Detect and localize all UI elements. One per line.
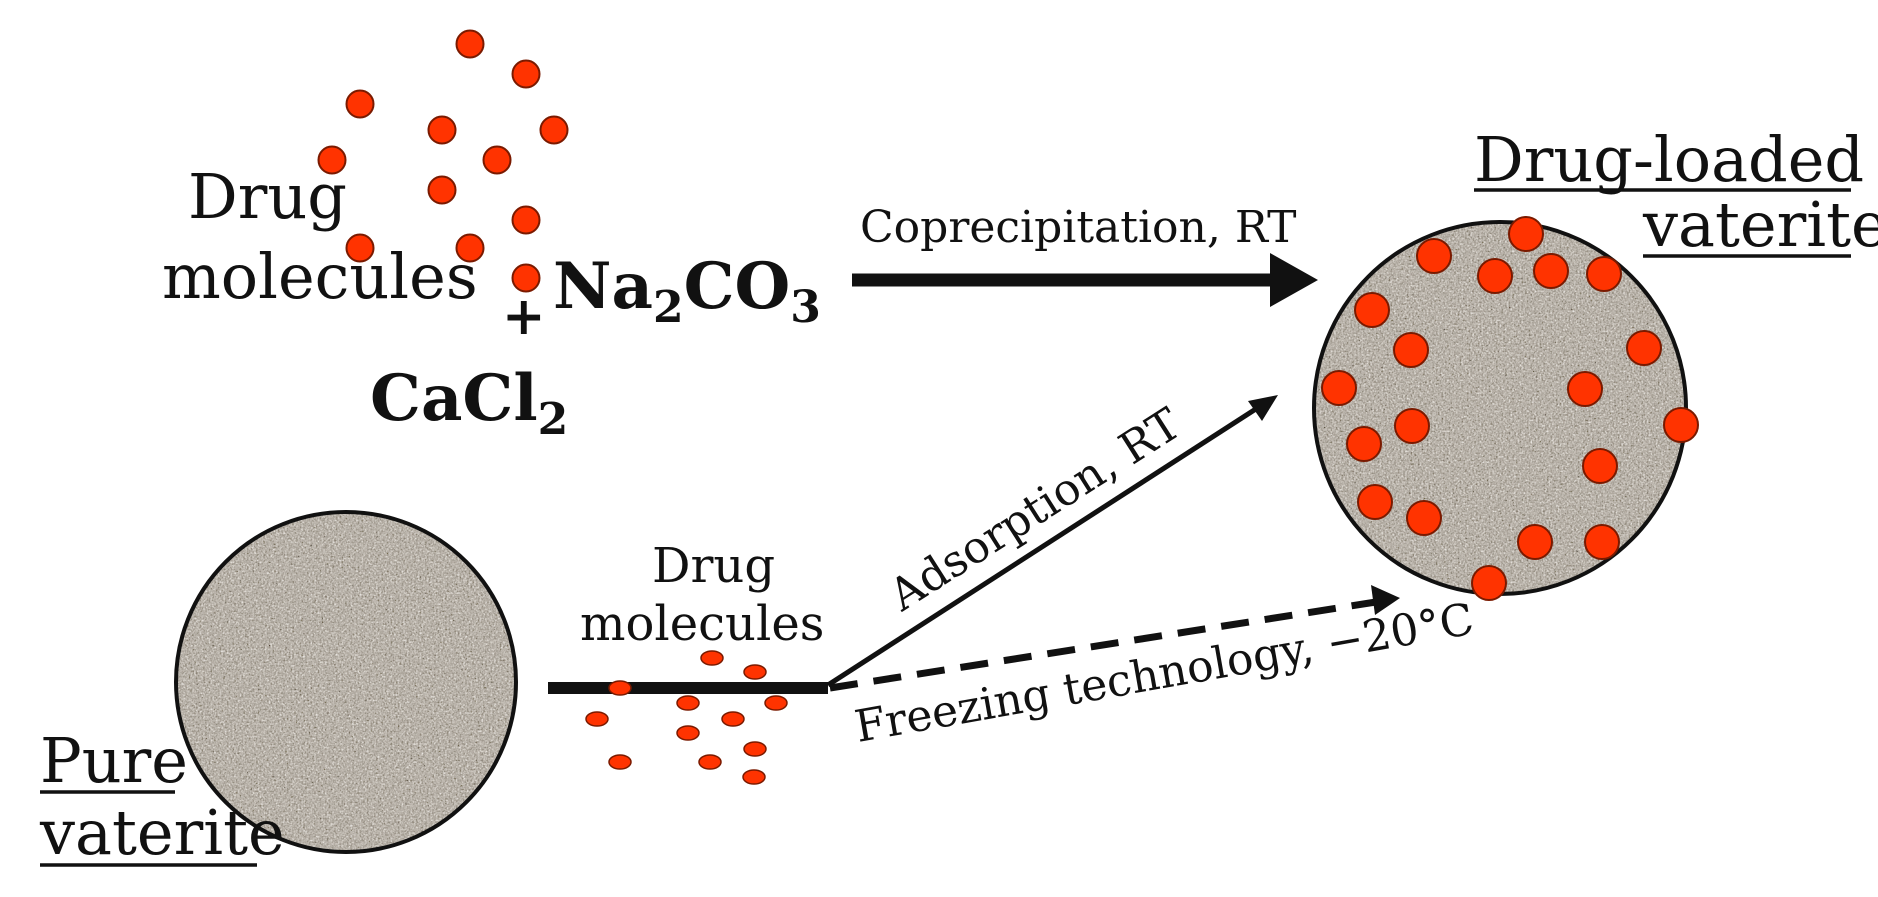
drug-molecule-11 xyxy=(455,233,485,263)
loaded-drug-molecule-17 xyxy=(1517,524,1553,560)
na2co3-part-na: Na xyxy=(553,249,653,324)
drug-molecules-top-label-line2: molecules xyxy=(162,240,478,313)
loaded-drug-molecule-6 xyxy=(1354,292,1390,328)
drug-loaded-label-line1: Drug-loaded xyxy=(1474,123,1864,196)
drug-molecule-12 xyxy=(511,263,541,293)
loaded-drug-molecule-19 xyxy=(1471,565,1507,601)
cacl2-subscript-2: 2 xyxy=(538,394,569,445)
drug-molecule-small-5 xyxy=(764,695,788,711)
na2co3-subscript-2: 2 xyxy=(653,282,684,333)
drug-molecule-small-9 xyxy=(743,741,767,757)
loaded-drug-molecule-1 xyxy=(1508,216,1544,252)
drug-molecule-small-12 xyxy=(742,769,766,785)
drug-molecule-8 xyxy=(427,175,457,205)
adsorption-arrow xyxy=(826,395,1278,688)
cacl2-part-cacl: CaCl xyxy=(370,361,538,436)
pure-vaterite-particle xyxy=(174,510,518,854)
na2co3-formula: Na2CO3 xyxy=(553,249,821,333)
loaded-drug-molecule-4 xyxy=(1533,253,1569,289)
drug-molecule-10 xyxy=(345,233,375,263)
drug-loaded-vaterite-particle xyxy=(1312,220,1688,596)
drug-molecule-small-8 xyxy=(676,725,700,741)
na2co3-subscript-3: 3 xyxy=(790,282,821,333)
loaded-drug-molecule-12 xyxy=(1346,426,1382,462)
drug-molecules-bottom-cluster xyxy=(585,650,788,785)
drug-molecule-5 xyxy=(539,115,569,145)
drug-molecule-7 xyxy=(482,145,512,175)
drug-molecule-3 xyxy=(345,89,375,119)
loaded-drug-molecule-3 xyxy=(1477,258,1513,294)
drug-molecules-top-label-line1: Drug xyxy=(188,160,347,233)
loaded-drug-molecule-18 xyxy=(1584,524,1620,560)
pure-vaterite-label-line2: vaterite xyxy=(39,796,285,869)
plus-sign: + xyxy=(502,286,546,347)
loaded-drug-molecule-13 xyxy=(1394,408,1430,444)
coprecipitation-arrow xyxy=(852,253,1318,307)
drug-molecule-2 xyxy=(511,59,541,89)
loaded-drug-molecule-2 xyxy=(1416,238,1452,274)
drug-loaded-label-line2: vaterite xyxy=(1642,188,1878,261)
na2co3-part-co: CO xyxy=(684,249,791,324)
loaded-drug-molecule-10 xyxy=(1567,371,1603,407)
drug-molecule-small-3 xyxy=(608,680,632,696)
drug-molecule-small-11 xyxy=(698,754,722,770)
loaded-drug-molecules xyxy=(1321,216,1699,601)
drug-molecule-small-7 xyxy=(721,711,745,727)
drug-molecule-small-4 xyxy=(676,695,700,711)
drug-molecules-top-cluster xyxy=(317,29,569,293)
drug-molecule-1 xyxy=(455,29,485,59)
drug-molecule-small-2 xyxy=(743,664,767,680)
loaded-drug-molecule-16 xyxy=(1406,500,1442,536)
drug-molecule-6 xyxy=(317,145,347,175)
cacl2-formula: CaCl2 xyxy=(370,361,568,445)
drug-molecule-9 xyxy=(511,205,541,235)
drug-molecule-small-6 xyxy=(585,711,609,727)
drug-molecule-4 xyxy=(427,115,457,145)
drug-molecules-bottom-label-line2: molecules xyxy=(580,596,824,652)
adsorption-label: Adsorption, RT xyxy=(880,399,1190,622)
pure-vaterite-label-line1: Pure xyxy=(40,724,188,797)
loaded-drug-molecule-9 xyxy=(1321,370,1357,406)
drug-molecule-small-1 xyxy=(700,650,724,666)
loaded-drug-molecule-14 xyxy=(1582,448,1618,484)
loaded-drug-molecule-11 xyxy=(1663,407,1699,443)
loaded-drug-molecule-8 xyxy=(1626,330,1662,366)
freezing-dashed-arrow xyxy=(829,585,1400,692)
loaded-drug-molecule-5 xyxy=(1586,256,1622,292)
loaded-drug-molecule-15 xyxy=(1357,484,1393,520)
loaded-drug-molecule-7 xyxy=(1393,332,1429,368)
drug-molecules-bottom-label-line1: Drug xyxy=(652,538,775,594)
coprecipitation-label: Coprecipitation, RT xyxy=(860,202,1297,253)
drug-molecule-small-10 xyxy=(608,754,632,770)
